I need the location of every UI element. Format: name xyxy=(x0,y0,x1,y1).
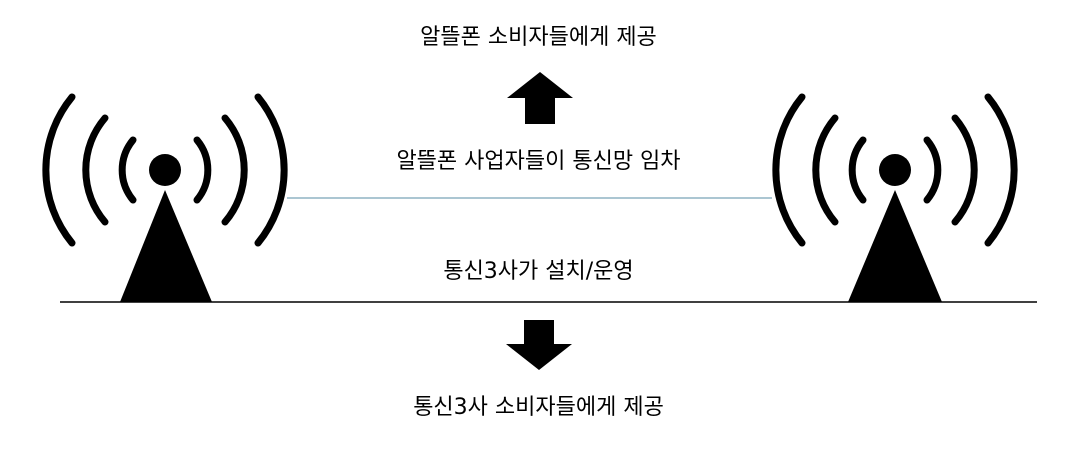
lower-label: 통신3사가 설치/운영 xyxy=(443,259,634,284)
arrow-up-icon xyxy=(507,72,573,124)
left-tower-icon xyxy=(42,93,288,302)
right-tower-icon xyxy=(772,93,1018,302)
bottom-label: 통신3사 소비자들에게 제공 xyxy=(413,395,664,420)
arrow-down-icon xyxy=(506,320,572,370)
top-label: 알뜰폰 소비자들에게 제공 xyxy=(420,25,657,50)
middle-label: 알뜰폰 사업자들이 통신망 임차 xyxy=(396,149,681,174)
